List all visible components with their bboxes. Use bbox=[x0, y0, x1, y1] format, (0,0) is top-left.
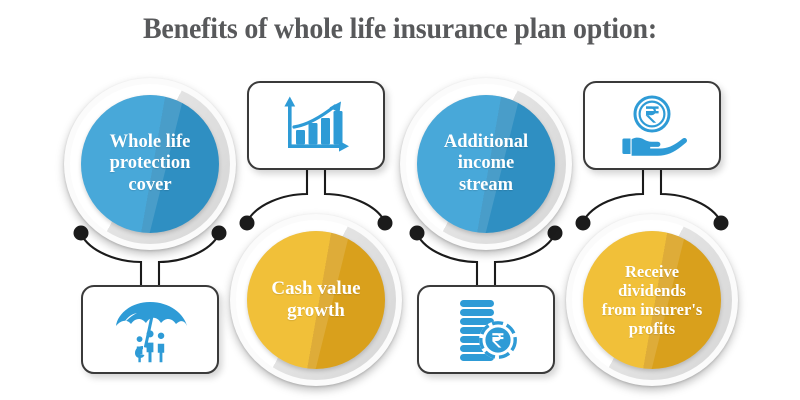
connector-dot bbox=[713, 215, 729, 231]
growth-bar-chart-icon bbox=[284, 96, 349, 152]
icon-box-growth-bar-chart[interactable] bbox=[247, 81, 385, 170]
connector-dot bbox=[377, 215, 393, 231]
benefit-circle-receive-dividends-from-insurers-profits[interactable]: Receive dividends from insurer's profits bbox=[566, 214, 738, 386]
benefit-circle-whole-life-protection-cover[interactable]: Whole life protection cover bbox=[64, 78, 236, 250]
icon-box-family-umbrella[interactable] bbox=[81, 285, 219, 374]
benefit-circle-cash-value-growth[interactable]: Cash value growth bbox=[230, 214, 402, 386]
circle-disc bbox=[81, 95, 219, 233]
circle-disc bbox=[417, 95, 555, 233]
rupee-coin-stack-icon bbox=[460, 299, 517, 361]
benefit-label: Cash value growth bbox=[271, 277, 361, 321]
page-title: Benefits of whole life insurance plan op… bbox=[143, 12, 657, 45]
connector-dot bbox=[575, 215, 591, 231]
benefit-label: Additional income stream bbox=[443, 131, 529, 195]
icon-box-rupee-coin-stack[interactable] bbox=[417, 285, 555, 374]
circle-disc bbox=[583, 231, 721, 369]
hand-holding-rupee-icon bbox=[622, 95, 687, 156]
benefit-circle-additional-income-stream[interactable]: Additional income stream bbox=[400, 78, 572, 250]
benefit-label: Whole life protection cover bbox=[109, 131, 191, 195]
connector-dot bbox=[239, 215, 255, 231]
benefit-label: Receive dividends from insurer's profits bbox=[601, 261, 703, 339]
icon-box-hand-holding-rupee[interactable] bbox=[583, 81, 721, 170]
circle-disc bbox=[247, 231, 385, 369]
family-umbrella-icon bbox=[116, 301, 187, 362]
